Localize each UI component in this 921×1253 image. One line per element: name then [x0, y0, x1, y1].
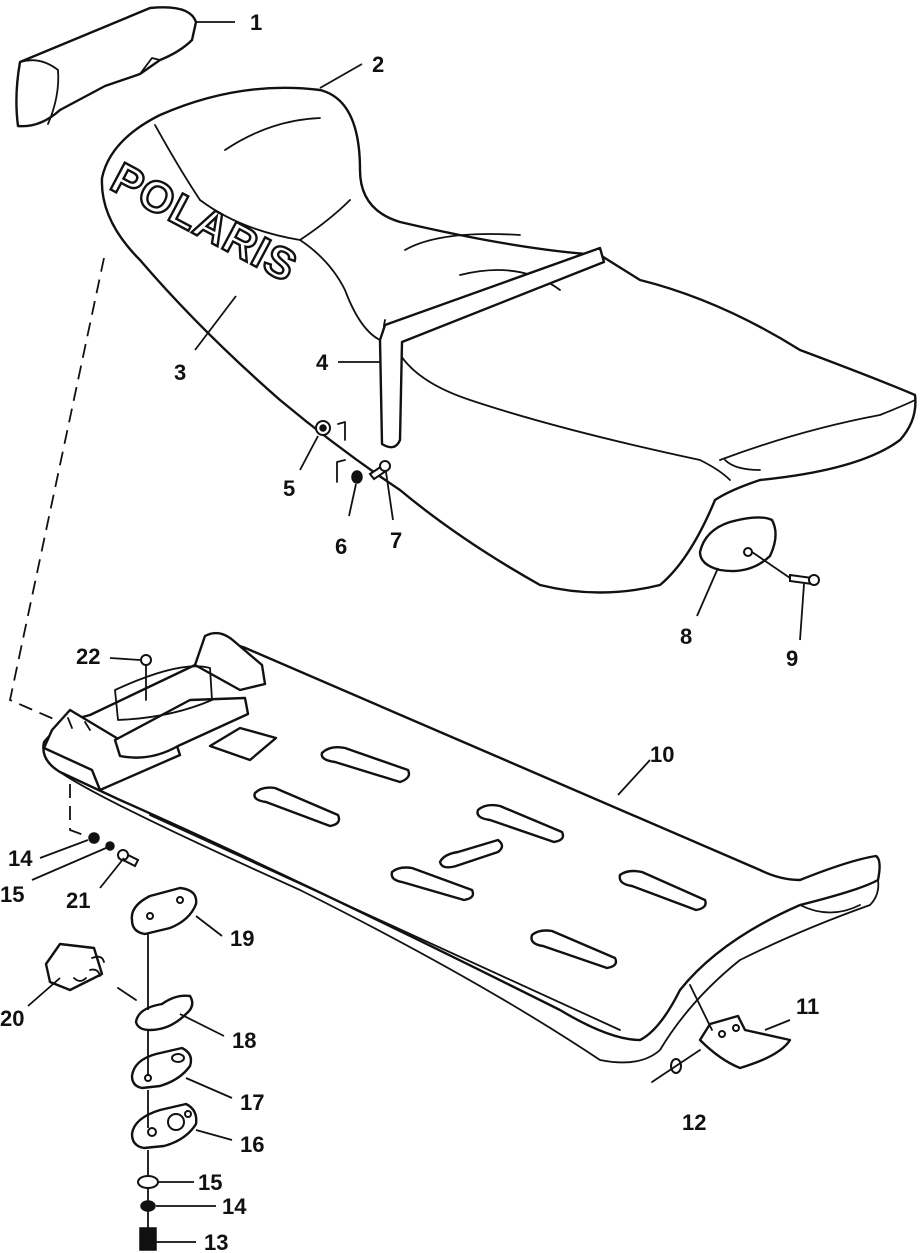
callout-labels: 1 2 3 4 5 6 7 8 9 10 11 12 13 14 14 15 1… — [0, 10, 819, 1253]
callout-1: 1 — [250, 10, 262, 35]
callout-22: 22 — [76, 644, 100, 669]
part-17-plate — [130, 1046, 193, 1090]
callout-11: 11 — [796, 994, 819, 1019]
part-19-plate — [130, 886, 198, 936]
alignment-line — [8, 257, 105, 721]
callout-18: 18 — [232, 1028, 256, 1053]
part-10-seat-base — [42, 631, 881, 1064]
hardware-upper — [315, 420, 820, 586]
leader-lines — [27, 21, 805, 1243]
callout-15-lower: 15 — [198, 1170, 222, 1195]
hardware-left — [69, 784, 140, 868]
part-1-handle-cover — [15, 6, 198, 128]
callout-16: 16 — [240, 1132, 264, 1157]
part-4-seat-strap — [378, 246, 606, 449]
callout-21: 21 — [66, 888, 90, 913]
callout-4: 4 — [316, 350, 329, 375]
callout-6: 6 — [335, 534, 347, 559]
part-2-seat — [100, 86, 917, 594]
callout-2: 2 — [372, 52, 384, 77]
callout-20: 20 — [0, 1006, 24, 1031]
callout-12: 12 — [682, 1110, 706, 1135]
callout-5: 5 — [283, 476, 295, 501]
callout-8: 8 — [680, 624, 692, 649]
part-12-hardware — [651, 1049, 701, 1083]
callout-10: 10 — [650, 742, 674, 767]
part-11-rear-bracket — [689, 984, 792, 1070]
callout-19: 19 — [230, 926, 254, 951]
part-20-clip — [44, 942, 137, 1001]
part-16-plate — [130, 1102, 198, 1150]
callout-17: 17 — [240, 1090, 264, 1115]
callout-9: 9 — [786, 646, 798, 671]
callout-14-upper: 14 — [8, 846, 33, 871]
part-8-bracket — [698, 516, 777, 573]
callout-3: 3 — [174, 360, 186, 385]
callout-14-lower: 14 — [222, 1194, 247, 1219]
callout-13: 13 — [204, 1230, 228, 1253]
part-18-plate — [134, 994, 194, 1032]
callout-7: 7 — [390, 528, 402, 553]
hardware-bottom — [137, 1175, 159, 1251]
callout-15-upper: 15 — [0, 882, 24, 907]
